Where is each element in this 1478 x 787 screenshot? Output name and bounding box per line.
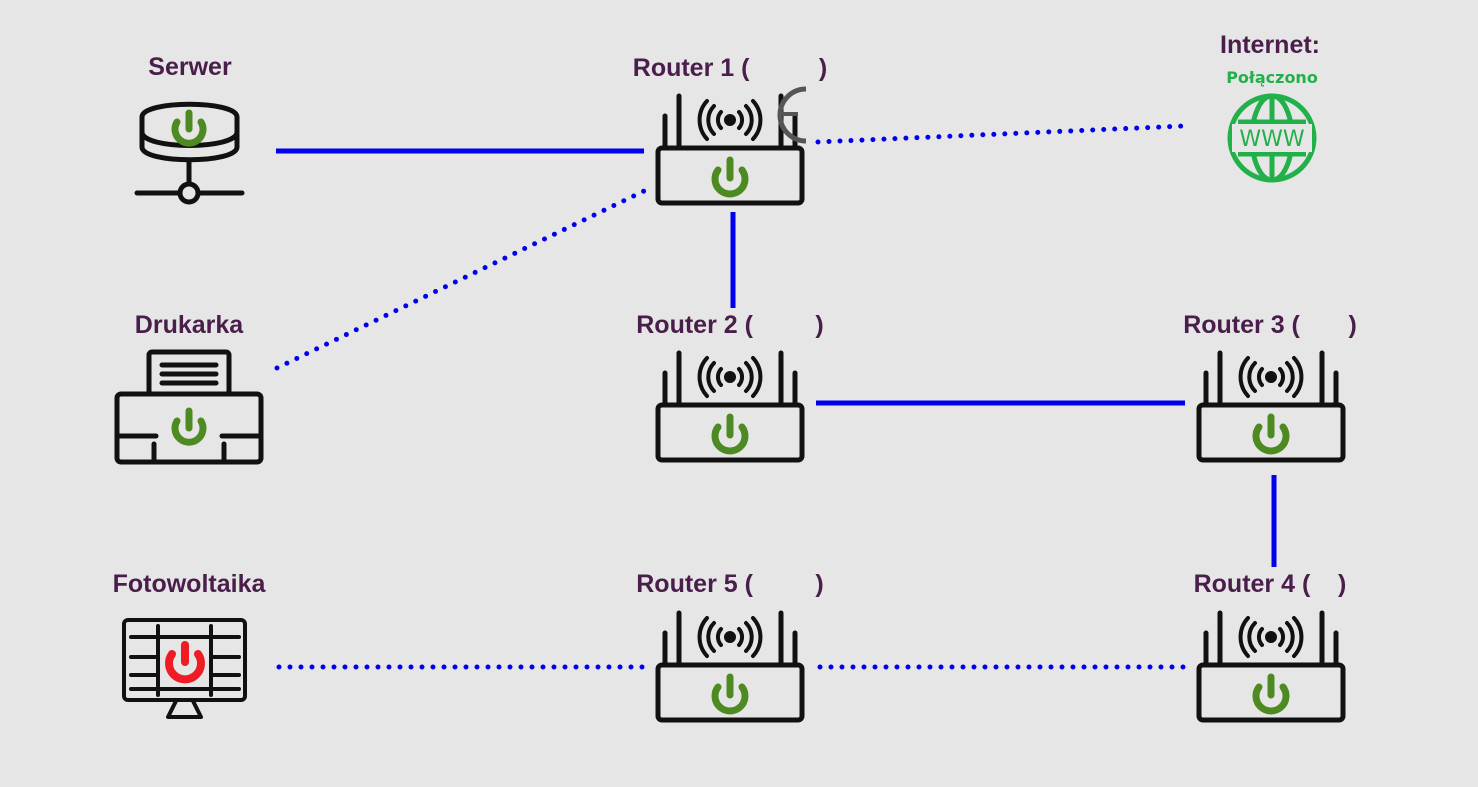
power-off-icon: [165, 641, 205, 684]
router2-node[interactable]: [655, 345, 805, 465]
power-on-icon: [711, 156, 749, 198]
fotowoltaika-node[interactable]: [121, 617, 249, 721]
power-on-icon: [1252, 673, 1290, 715]
router1-label: Router 1 ( ): [632, 54, 828, 82]
globe-www-icon: WWW: [1227, 93, 1317, 183]
serwer-label: Serwer: [148, 53, 232, 81]
server-icon: [134, 101, 245, 205]
loading-arc-icon: [777, 86, 807, 144]
wifi-signal-icon: [697, 99, 763, 141]
router-icon: [1196, 350, 1346, 463]
router-icon: [1196, 610, 1346, 723]
serwer-node[interactable]: [132, 92, 247, 205]
internet-label: Internet:: [1220, 31, 1320, 59]
www-text: WWW: [1239, 127, 1305, 152]
router-icon: [655, 93, 805, 206]
router1-loading-spinner: [776, 86, 816, 146]
wifi-signal-icon: [1238, 356, 1304, 398]
wifi-signal-icon: [1238, 616, 1304, 658]
router3-node[interactable]: [1196, 345, 1346, 465]
power-on-icon: [1252, 413, 1290, 455]
power-on-icon: [711, 413, 749, 455]
router2-label: Router 2 ( ): [636, 311, 824, 339]
drukarka-node[interactable]: [114, 348, 264, 466]
power-on-icon: [711, 673, 749, 715]
link-drukarka-router1: [274, 188, 647, 371]
wifi-signal-icon: [697, 356, 763, 398]
router-icon: [655, 610, 805, 723]
router4-label: Router 4 ( ): [1193, 570, 1347, 598]
power-on-icon: [171, 109, 207, 147]
internet-status: Połączono: [1226, 68, 1318, 87]
router1-node[interactable]: [655, 88, 805, 208]
router5-label: Router 5 ( ): [636, 570, 824, 598]
router4-node[interactable]: [1196, 605, 1346, 725]
router5-node[interactable]: [655, 605, 805, 725]
drukarka-label: Drukarka: [134, 311, 244, 339]
solar-monitor-icon: [122, 618, 247, 719]
internet-node[interactable]: WWW: [1226, 92, 1318, 184]
link-router1-internet: [815, 123, 1187, 145]
router3-label: Router 3 ( ): [1183, 311, 1357, 339]
printer-icon: [114, 349, 264, 465]
power-on-icon: [171, 407, 207, 446]
wifi-signal-icon: [697, 616, 763, 658]
fotowoltaika-label: Fotowoltaika: [112, 570, 266, 598]
router-icon: [655, 350, 805, 463]
